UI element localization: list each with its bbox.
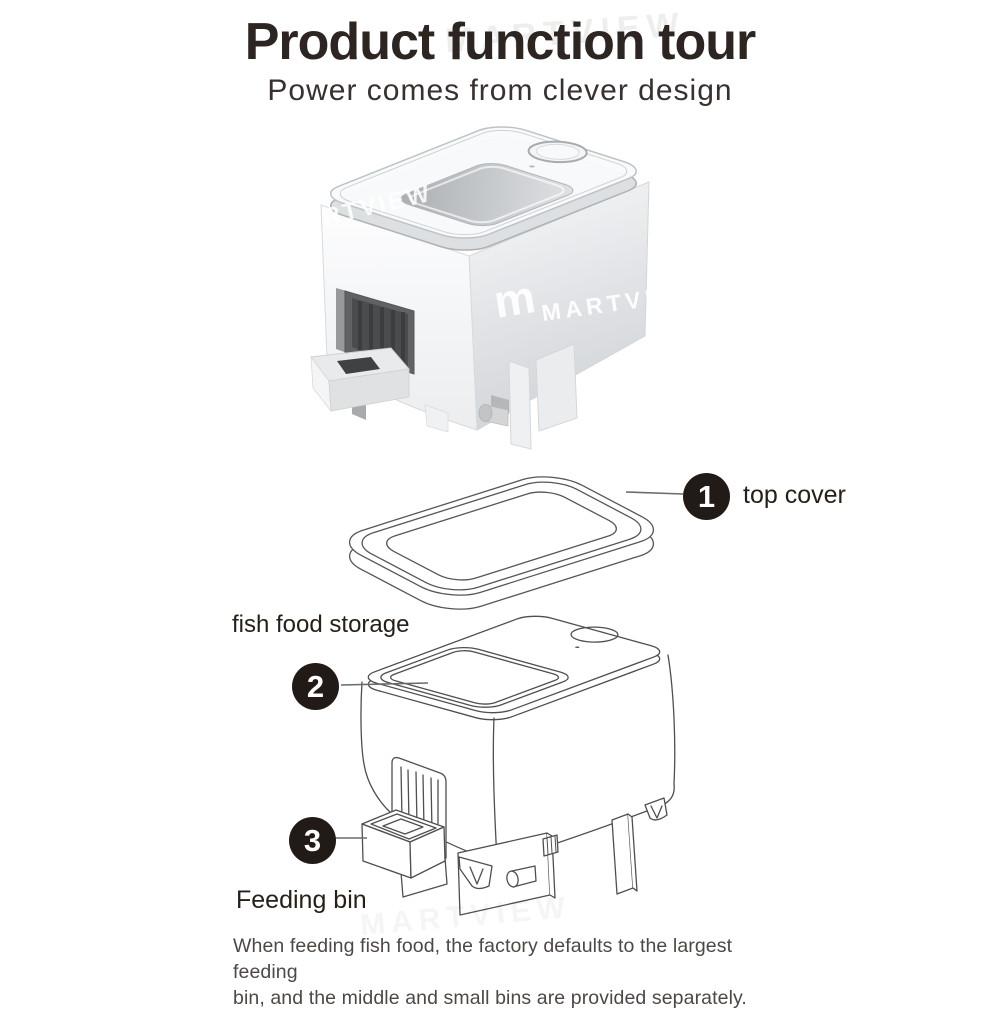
footer-note-line2: bin, and the middle and small bins are p… xyxy=(233,987,747,1009)
page-title: Product function tour xyxy=(244,13,756,71)
page-subtitle: Power comes from clever design xyxy=(267,74,733,107)
callout-line-food-storage xyxy=(340,682,429,686)
top-cover-drawing xyxy=(315,470,687,616)
callout-2-badge: 2 xyxy=(292,663,339,710)
product-photo xyxy=(300,121,669,450)
photo-leg xyxy=(424,404,449,433)
feeding-bin-label: Feeding bin xyxy=(236,886,367,914)
photo-storage-opening xyxy=(392,160,581,228)
callout-1-badge: 1 xyxy=(683,473,730,520)
photo-indicator-dot xyxy=(529,165,535,168)
photo-bin-front xyxy=(328,368,410,412)
photo-top-cover xyxy=(300,121,669,255)
footer-note: When feeding fish food, the factory defa… xyxy=(233,933,793,1011)
drawing-foot-right xyxy=(644,797,668,821)
callout-line-top-cover xyxy=(625,491,684,495)
callout-3-number: 3 xyxy=(303,822,322,858)
drawing-button xyxy=(562,624,628,645)
photo-vent-frame xyxy=(336,288,347,353)
photo-clamp-plate xyxy=(508,360,532,450)
footer-note-line1: When feeding fish food, the factory defa… xyxy=(233,935,733,983)
drawing-bin-right xyxy=(409,826,446,879)
callout-1-number: 1 xyxy=(697,478,716,514)
photo-pin-cap xyxy=(478,404,493,422)
callout-3-badge: 3 xyxy=(289,817,336,864)
top-cover-label: top cover xyxy=(743,481,846,509)
food-storage-label: fish food storage xyxy=(232,611,410,638)
callout-2-number: 2 xyxy=(306,668,325,704)
photo-clamp-slab xyxy=(535,343,578,432)
feeder-drawing xyxy=(360,610,676,916)
photo-bin-slot xyxy=(337,357,380,374)
drawing-foot-left xyxy=(458,856,493,890)
drawing-storage-opening xyxy=(372,645,577,710)
drawing-pin-cap xyxy=(506,870,519,888)
